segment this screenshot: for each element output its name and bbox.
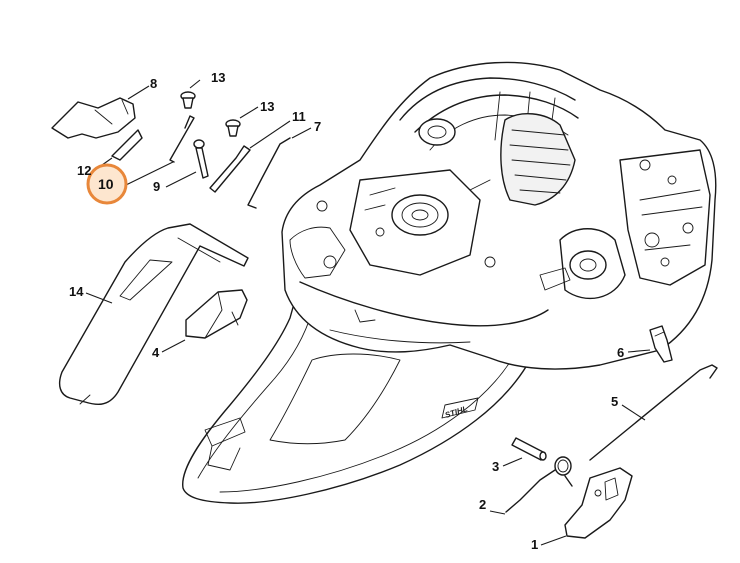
highlight-ring-10 xyxy=(86,163,128,205)
engine-housing xyxy=(182,61,717,504)
part-7-wire-rod xyxy=(247,137,291,209)
part-6-bracket xyxy=(649,325,673,363)
callout-2: 2 xyxy=(479,497,486,512)
part-2-spring xyxy=(505,456,573,513)
callout-9: 9 xyxy=(153,179,160,194)
callout-11: 11 xyxy=(292,109,306,124)
part-10-rod xyxy=(169,115,195,163)
callout-5: 5 xyxy=(611,394,618,409)
part-14-handle-molding xyxy=(58,223,249,406)
part-5-long-rod xyxy=(589,364,718,461)
callout-8: 8 xyxy=(150,76,157,91)
part-1-trigger xyxy=(564,467,633,539)
part-9-pin xyxy=(193,139,209,179)
part-11-lever xyxy=(209,145,251,193)
callout-4: 4 xyxy=(152,345,160,360)
callout-6: 6 xyxy=(617,345,624,360)
callout-14: 14 xyxy=(69,284,84,299)
part-13-screw-b xyxy=(225,119,241,137)
part-8-bracket xyxy=(51,97,136,139)
callout-10: 10 xyxy=(98,176,114,192)
callout-labels: 8 13 13 11 7 12 10 9 14 4 6 5 3 2 1 xyxy=(69,70,624,552)
callout-1: 1 xyxy=(531,537,538,552)
callout-13-top: 13 xyxy=(211,70,225,85)
callout-3: 3 xyxy=(492,459,499,474)
callout-12: 12 xyxy=(77,163,91,178)
part-12-spring-clip xyxy=(111,129,143,161)
callout-7: 7 xyxy=(314,119,321,134)
part-3-sleeve xyxy=(511,437,547,461)
part-4-cover xyxy=(185,289,248,339)
part-13-screw-a xyxy=(180,91,196,109)
callout-13-middle: 13 xyxy=(260,99,274,114)
